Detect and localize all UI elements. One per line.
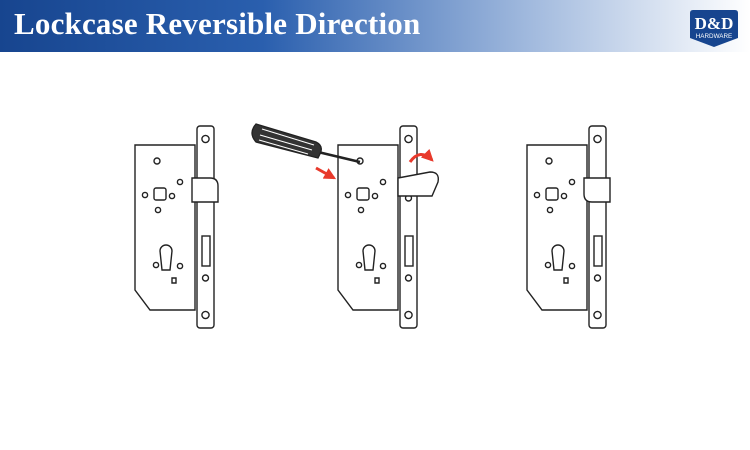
dd-hardware-logo: D&D HARDWARE	[690, 10, 738, 47]
screw-hole-bottom	[593, 310, 602, 320]
deadbolt-slot	[404, 235, 414, 267]
page-title: Lockcase Reversible Direction	[14, 6, 421, 41]
logo-shield	[690, 10, 738, 47]
screw-hole-top	[404, 134, 413, 144]
latch-bolt-reversed	[583, 177, 611, 203]
lock-body	[337, 144, 399, 311]
rotate-arrow	[408, 148, 434, 163]
deadbolt-slot	[201, 235, 211, 267]
cylinder-hole	[159, 244, 173, 271]
screw-hole-top	[201, 134, 210, 144]
lockcase-step-2	[337, 125, 440, 329]
lock-body	[134, 144, 196, 311]
push-arrow	[315, 166, 337, 180]
logo-text: D&D	[695, 14, 734, 33]
deadbolt-slot	[593, 235, 603, 267]
screw-hole	[201, 274, 210, 282]
latch-bolt-pulled	[397, 171, 440, 197]
cylinder-hole	[551, 244, 565, 271]
logo-subtext: HARDWARE	[696, 33, 733, 40]
lockcase-step-1	[134, 125, 219, 329]
screw-hole-top	[593, 134, 602, 144]
latch-bolt	[191, 177, 219, 203]
lock-body	[526, 144, 588, 311]
faceplate	[588, 125, 607, 329]
screw-hole-bottom	[201, 310, 210, 320]
cylinder-hole	[362, 244, 376, 271]
screw-hole-bottom	[404, 310, 413, 320]
screwdriver	[251, 123, 361, 164]
screw-hole	[404, 274, 413, 282]
screwdriver-handle	[251, 123, 322, 159]
screwdriver-shaft	[317, 150, 361, 164]
title-banner: Lockcase Reversible Direction	[0, 0, 750, 52]
lockcase-step-3	[526, 125, 611, 329]
faceplate	[196, 125, 215, 329]
screw-hole	[593, 274, 602, 282]
